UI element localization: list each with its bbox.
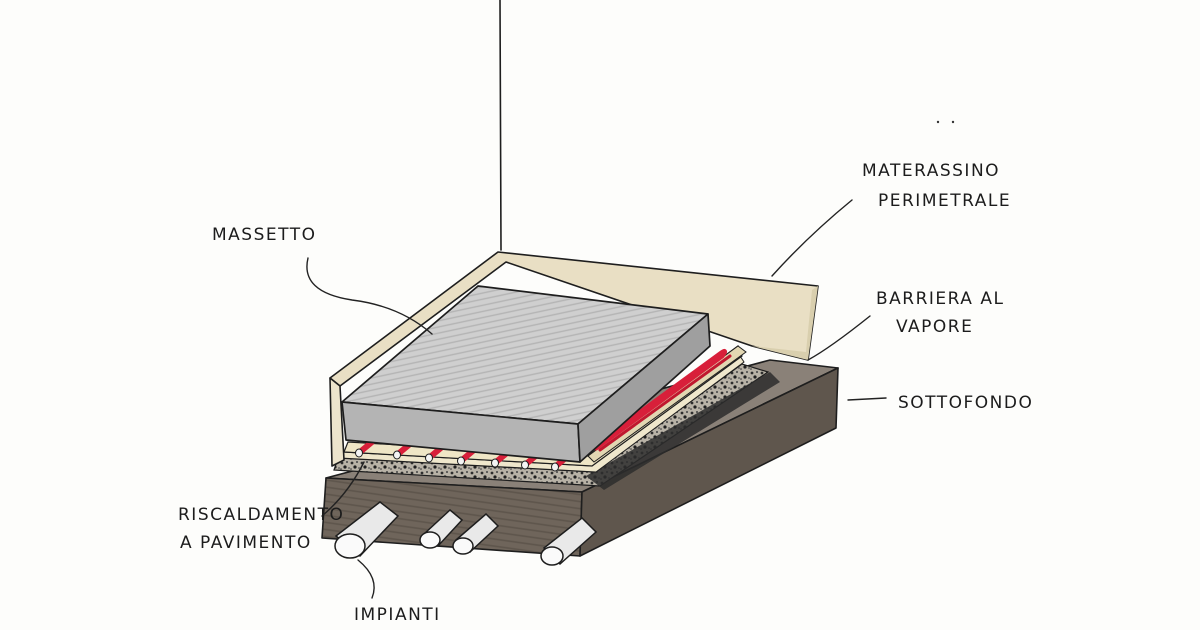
label-sottofondo: SOTTOFONDO: [898, 393, 1033, 413]
leader-sottofondo: [847, 397, 887, 401]
massetto-block: [341, 285, 711, 463]
label-barriera-line1: BARRIERA AL: [876, 289, 1004, 309]
label-massetto: MASSETTO: [212, 225, 316, 245]
leader-massetto: [306, 257, 433, 335]
impianti-pipe: [452, 512, 500, 555]
leader-materassino: [771, 199, 853, 277]
impianti-pipes: [334, 501, 598, 566]
label-riscaldamento-line1: RISCALDAMENTO: [178, 505, 344, 525]
ink-dot: [951, 120, 955, 124]
label-impianti: IMPIANTI: [354, 605, 441, 625]
leader-riscaldamento: [321, 461, 365, 517]
label-materassino-line1: MATERASSINO: [862, 161, 1000, 181]
leader-impianti: [357, 559, 375, 599]
impianti-pipe: [419, 509, 464, 549]
wall-line: [499, 0, 502, 251]
ink-dot: [936, 120, 940, 124]
materassino-perimetrale: [329, 251, 819, 467]
label-materassino-line2: PERIMETRALE: [878, 191, 1011, 211]
leader-barriera: [807, 315, 871, 361]
label-riscaldamento-line2: A PAVIMENTO: [180, 533, 312, 553]
impianti-pipe: [334, 501, 400, 559]
impianti-pipe: [540, 516, 598, 566]
label-barriera-line2: VAPORE: [896, 317, 973, 337]
